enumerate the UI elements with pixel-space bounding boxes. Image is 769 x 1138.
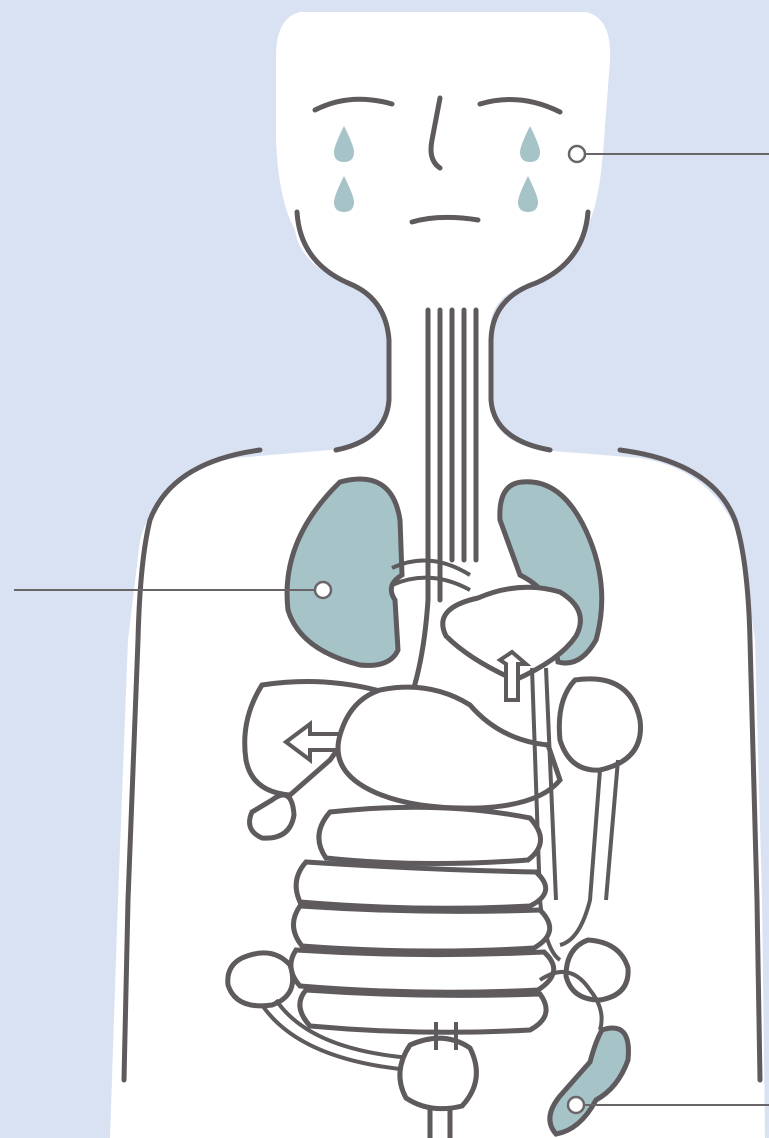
- small-intestine: [291, 807, 554, 1032]
- spleen: [559, 679, 640, 770]
